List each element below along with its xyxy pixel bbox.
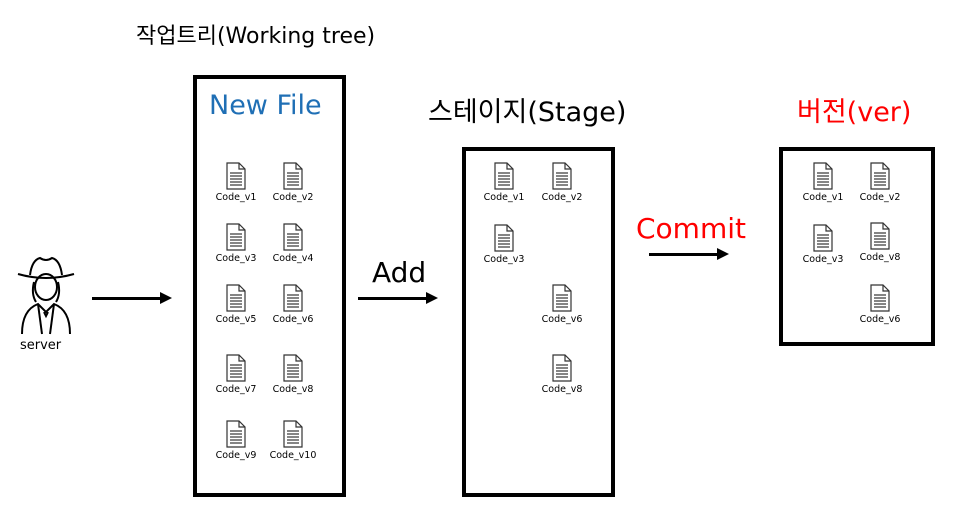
file-item[interactable]: Code_v1 [793,162,853,203]
document-icon [474,224,534,252]
document-icon [793,224,853,252]
file-name: Code_v3 [215,253,257,264]
document-icon [206,284,266,312]
file-item[interactable]: Code_v3 [206,223,266,264]
document-icon [793,162,853,190]
add-arrow [358,297,428,300]
file-item[interactable]: Code_v1 [474,162,534,203]
file-item[interactable]: Code_v7 [206,354,266,395]
file-name: Code_v2 [541,192,583,203]
stage-box [462,147,615,497]
file-name: Code_v1 [483,192,525,203]
working-tree-box [193,75,346,497]
file-name: Code_v10 [269,450,317,461]
file-name: Code_v5 [215,314,257,325]
document-icon [263,420,323,448]
file-item[interactable]: Code_v3 [474,224,534,265]
document-icon [206,420,266,448]
file-item[interactable]: Code_v6 [850,284,910,325]
file-name: Code_v1 [215,192,257,203]
file-name: Code_v2 [859,192,901,203]
document-icon [850,284,910,312]
file-item[interactable]: Code_v6 [532,284,592,325]
document-icon [532,284,592,312]
document-icon [206,162,266,190]
document-icon [206,354,266,382]
file-item[interactable]: Code_v3 [793,224,853,265]
commit-label: Commit [636,212,746,245]
add-label: Add [372,256,427,289]
file-name: Code_v8 [859,252,901,263]
document-icon [850,222,910,250]
file-item[interactable]: Code_v8 [263,354,323,395]
file-name: Code_v9 [215,450,257,461]
file-item[interactable]: Code_v8 [532,354,592,395]
file-name: Code_v3 [802,254,844,265]
file-name: Code_v3 [483,254,525,265]
file-name: Code_v1 [802,192,844,203]
document-icon [532,162,592,190]
commit-arrow [649,253,719,256]
file-item[interactable]: Code_v5 [206,284,266,325]
document-icon [206,223,266,251]
file-name: Code_v6 [541,314,583,325]
diagram-title: 작업트리(Working tree) [136,24,376,49]
document-icon [263,162,323,190]
document-icon [532,354,592,382]
version-box [779,147,935,346]
document-icon [474,162,534,190]
file-item[interactable]: Code_v2 [532,162,592,203]
server-to-worktree-arrow [92,297,162,300]
file-name: Code_v4 [272,253,314,264]
file-name: Code_v6 [859,314,901,325]
arrow-head-icon [160,292,172,304]
version-label: 버전(ver) [797,97,912,128]
file-item[interactable]: Code_v10 [263,420,323,461]
file-item[interactable]: Code_v2 [850,162,910,203]
document-icon [263,284,323,312]
working-tree-label: New File [209,90,322,121]
stage-label: 스테이지(Stage) [428,97,627,128]
document-icon [263,354,323,382]
document-icon [850,162,910,190]
file-item[interactable]: Code_v6 [263,284,323,325]
arrow-head-icon [426,292,438,304]
server-label: server [20,338,62,353]
file-item[interactable]: Code_v9 [206,420,266,461]
file-name: Code_v8 [541,384,583,395]
file-name: Code_v6 [272,314,314,325]
file-name: Code_v8 [272,384,314,395]
file-item[interactable]: Code_v1 [206,162,266,203]
file-name: Code_v2 [272,192,314,203]
file-item[interactable]: Code_v4 [263,223,323,264]
arrow-head-icon [717,248,729,260]
file-name: Code_v7 [215,384,257,395]
file-item[interactable]: Code_v2 [263,162,323,203]
cowboy-person-icon [14,252,78,336]
document-icon [263,223,323,251]
file-item[interactable]: Code_v8 [850,222,910,263]
